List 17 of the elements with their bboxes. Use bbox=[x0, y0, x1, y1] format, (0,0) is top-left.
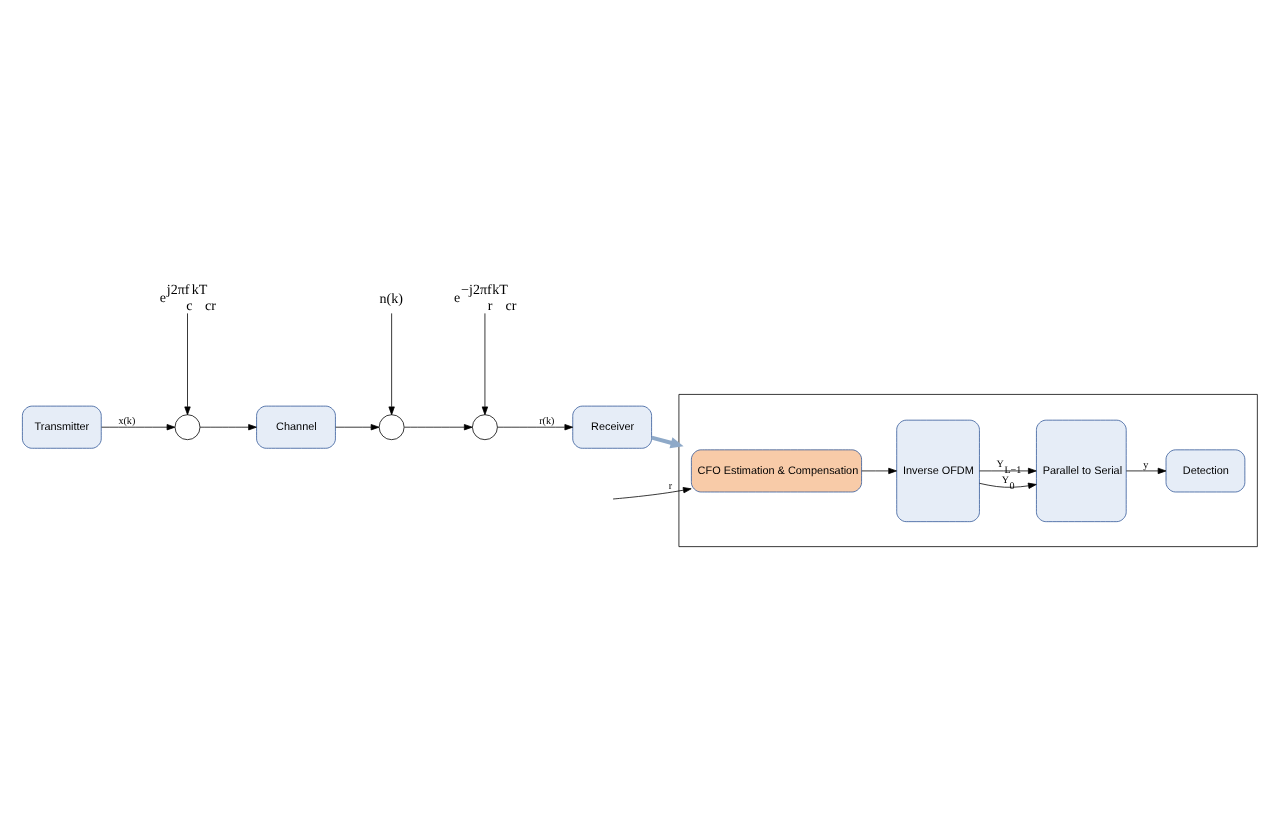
arrow bbox=[199, 424, 257, 431]
node-circle bbox=[174, 414, 201, 441]
arrow bbox=[979, 467, 1037, 475]
arrow bbox=[1125, 467, 1167, 475]
arrow bbox=[612, 487, 692, 500]
node-circle bbox=[378, 414, 405, 441]
arrow bbox=[481, 313, 489, 416]
arrow bbox=[388, 313, 395, 416]
arrow bbox=[979, 482, 1037, 489]
arrow bbox=[184, 313, 191, 416]
node-circle bbox=[472, 414, 498, 441]
arrow bbox=[404, 424, 473, 431]
arrow bbox=[101, 424, 176, 431]
arrow bbox=[651, 435, 684, 449]
arrow bbox=[335, 424, 380, 431]
arrow bbox=[861, 467, 897, 475]
arrow bbox=[497, 424, 574, 431]
